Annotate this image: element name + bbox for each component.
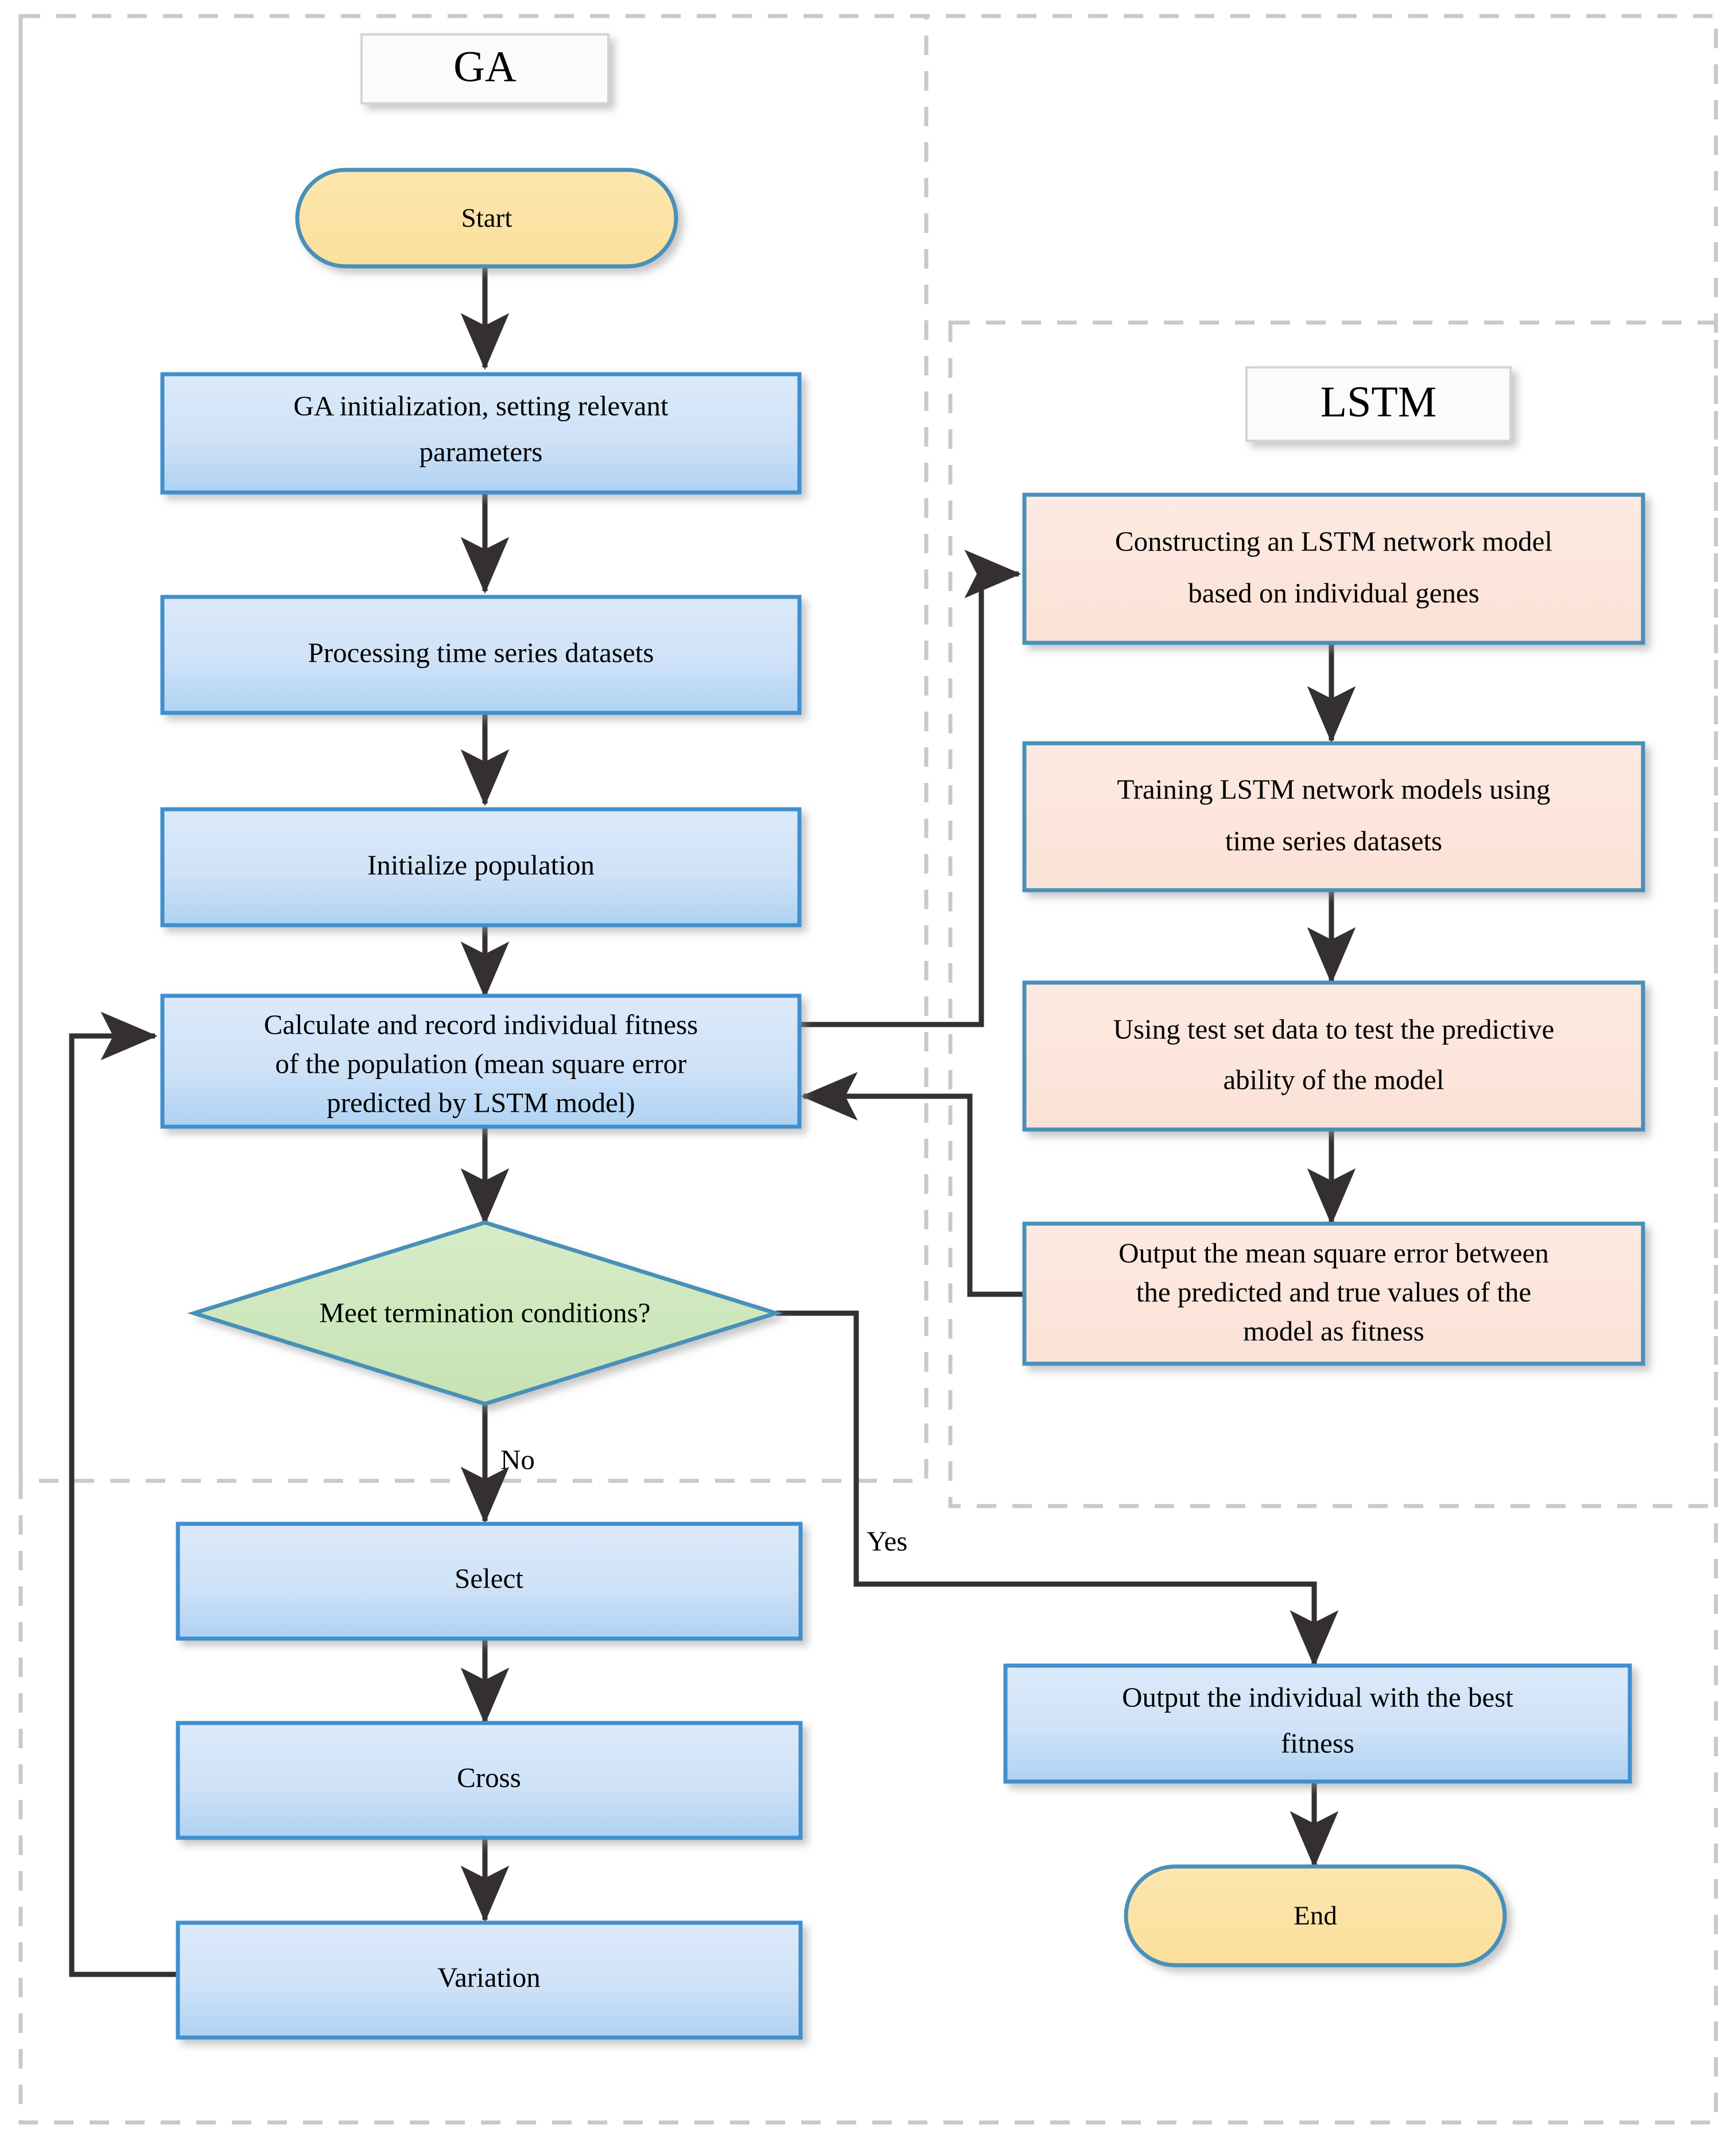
node-output-mse[interactable]: Output the mean square error between the…	[1022, 1221, 1645, 1366]
edge-variation-feedback	[69, 1011, 178, 1977]
node-variation-label: Variation	[437, 1961, 541, 1993]
connector-layer	[69, 264, 1356, 1977]
node-calc-fitness-line1: Calculate and record individual fitness	[264, 1008, 698, 1040]
node-process-data-label: Processing time series datasets	[308, 637, 654, 668]
node-output-mse-line2: the predicted and true values of the	[1136, 1276, 1531, 1307]
edge-calcfitness-to-constructlstm	[798, 549, 1022, 1027]
node-output-best-line1: Output the individual with the best	[1122, 1681, 1513, 1713]
node-construct-lstm-line2: based on individual genes	[1188, 577, 1479, 608]
node-init-pop-label: Initialize population	[367, 849, 595, 880]
lstm-group-container	[948, 320, 1718, 1508]
node-process-data[interactable]: Processing time series datasets	[160, 595, 802, 715]
node-cross-label: Cross	[457, 1761, 521, 1793]
group-label-ga: GA	[360, 33, 609, 104]
group-label-ga-text: GA	[453, 42, 516, 91]
node-train-lstm-line1: Training LSTM network models using	[1117, 773, 1551, 805]
node-output-mse-line1: Output the mean square error between	[1119, 1237, 1549, 1268]
node-construct-lstm-line1: Constructing an LSTM network model	[1115, 525, 1552, 557]
edge-label-no: No	[500, 1443, 535, 1475]
node-end[interactable]: End	[1124, 1864, 1507, 1968]
node-start-label: Start	[461, 203, 512, 233]
node-calc-fitness-line2: of the population (mean square error	[275, 1047, 686, 1079]
node-construct-lstm[interactable]: Constructing an LSTM network model based…	[1022, 492, 1645, 645]
node-calc-fitness[interactable]: Calculate and record individual fitness …	[160, 994, 802, 1129]
node-select[interactable]: Select	[176, 1522, 803, 1641]
edge-decision-to-outputbest	[776, 1310, 1339, 1667]
node-train-lstm-line2: time series datasets	[1225, 825, 1442, 856]
node-ga-init-line2: parameters	[420, 436, 543, 467]
node-variation[interactable]: Variation	[176, 1920, 803, 2040]
node-calc-fitness-line3: predicted by LSTM model)	[327, 1086, 635, 1118]
node-init-pop[interactable]: Initialize population	[160, 807, 802, 928]
group-label-lstm-text: LSTM	[1321, 378, 1437, 426]
node-train-lstm[interactable]: Training LSTM network models using time …	[1022, 741, 1645, 892]
node-cross[interactable]: Cross	[176, 1721, 803, 1840]
node-decision-label: Meet termination conditions?	[320, 1297, 651, 1328]
node-test-lstm-line1: Using test set data to test the predicti…	[1113, 1013, 1555, 1045]
node-output-best[interactable]: Output the individual with the best fitn…	[1003, 1663, 1632, 1784]
node-ga-init-line1: GA initialization, setting relevant	[293, 390, 669, 421]
node-test-lstm-line2: ability of the model	[1223, 1064, 1444, 1095]
node-output-mse-line3: model as fitness	[1243, 1315, 1424, 1346]
edge-outputmse-to-calcfitness	[801, 1072, 1024, 1297]
node-end-label: End	[1294, 1901, 1337, 1931]
node-decision[interactable]: Meet termination conditions?	[187, 1220, 783, 1406]
group-label-lstm: LSTM	[1245, 366, 1512, 442]
node-ga-init[interactable]: GA initialization, setting relevant para…	[160, 372, 802, 495]
node-select-label: Select	[455, 1562, 523, 1594]
node-test-lstm[interactable]: Using test set data to test the predicti…	[1022, 980, 1645, 1132]
edge-label-yes: Yes	[867, 1525, 907, 1557]
node-output-best-line2: fitness	[1281, 1727, 1354, 1759]
node-start[interactable]: Start	[295, 168, 678, 269]
